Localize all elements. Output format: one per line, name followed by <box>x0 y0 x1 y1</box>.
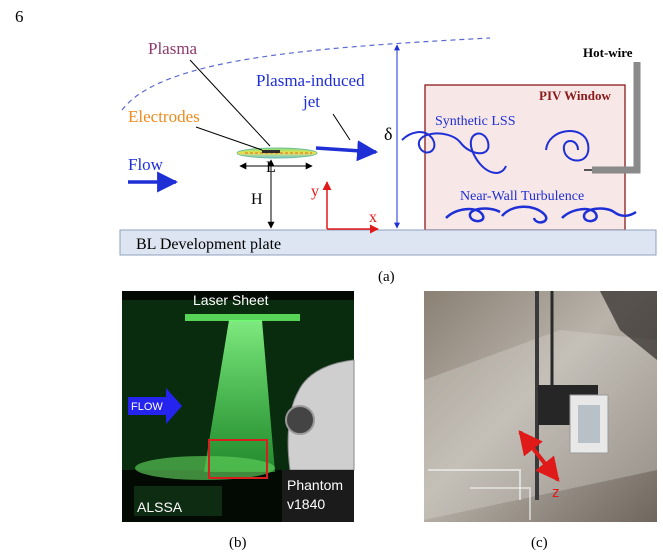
plasma-leader <box>189 59 271 147</box>
piv-window-label: PIV Window <box>539 88 612 103</box>
x-axis-label: x <box>369 209 377 226</box>
camera-base <box>282 470 354 522</box>
boundary-layer-edge <box>121 37 491 111</box>
electrode-strip <box>262 150 280 153</box>
wire-guide-2 <box>470 487 531 520</box>
camera-label-line2: v1840 <box>287 496 325 512</box>
page-number: 6 <box>15 7 24 26</box>
probe-holder-face <box>578 405 600 443</box>
alssa-body <box>134 486 222 516</box>
laser-top-bar <box>185 314 300 321</box>
plate-label: BL Development plate <box>136 236 281 253</box>
plasma-jet-arrow <box>315 140 379 162</box>
hot-wire-label: Hot-wire <box>583 45 633 60</box>
camera-lens <box>285 405 315 435</box>
z-axis-label: z <box>552 484 560 501</box>
y-axis-label: y <box>311 183 319 200</box>
synthetic-lss-label: Synthetic LSS <box>435 114 516 129</box>
delta-label: δ <box>384 124 392 144</box>
plasma-jet-label-line2: jet <box>302 92 320 111</box>
near-wall-turbulence-label: Near-Wall Turbulence <box>460 189 584 204</box>
near-wall-eddy-3 <box>561 207 637 223</box>
flow-label-b: FLOW <box>131 401 163 413</box>
near-wall-eddy-1 <box>445 207 501 223</box>
schematic-a: PIV Window BL Development plate Hot-wire… <box>119 37 657 285</box>
z-axis-arrow <box>518 430 560 482</box>
laser-sheet-label: Laser Sheet <box>193 292 269 308</box>
alssa-label: ALSSA <box>137 499 183 515</box>
plasma-label: Plasma <box>148 39 198 58</box>
electrodes-leader <box>195 126 263 151</box>
laser-sheet-beam <box>204 320 275 472</box>
near-wall-eddy-2 <box>501 205 548 224</box>
bl-development-plate <box>119 229 657 256</box>
flow-arrow-b <box>128 388 182 424</box>
camera-label-line1: Phantom <box>287 477 343 493</box>
jet-leader <box>332 113 351 141</box>
caption-a: (a) <box>378 269 395 285</box>
flow-label: Flow <box>128 155 164 174</box>
photo-c: z (c) <box>424 291 657 551</box>
hot-wire-probe <box>592 62 641 174</box>
electrodes-label: Electrodes <box>128 107 200 126</box>
plasma-jet-label-line1: Plasma-induced <box>256 71 365 90</box>
synthetic-lss-loop <box>545 130 590 162</box>
piv-region <box>208 439 268 479</box>
dark-corner <box>600 291 657 360</box>
height-label: H <box>251 191 263 208</box>
synthetic-lss-curve <box>401 131 507 174</box>
caption-b: (b) <box>229 535 247 551</box>
seeding-particles <box>135 456 275 480</box>
caption-c: (c) <box>531 535 548 551</box>
photo-b: FLOW Laser Sheet ALSSA Phantom v1840 (b) <box>122 291 355 551</box>
